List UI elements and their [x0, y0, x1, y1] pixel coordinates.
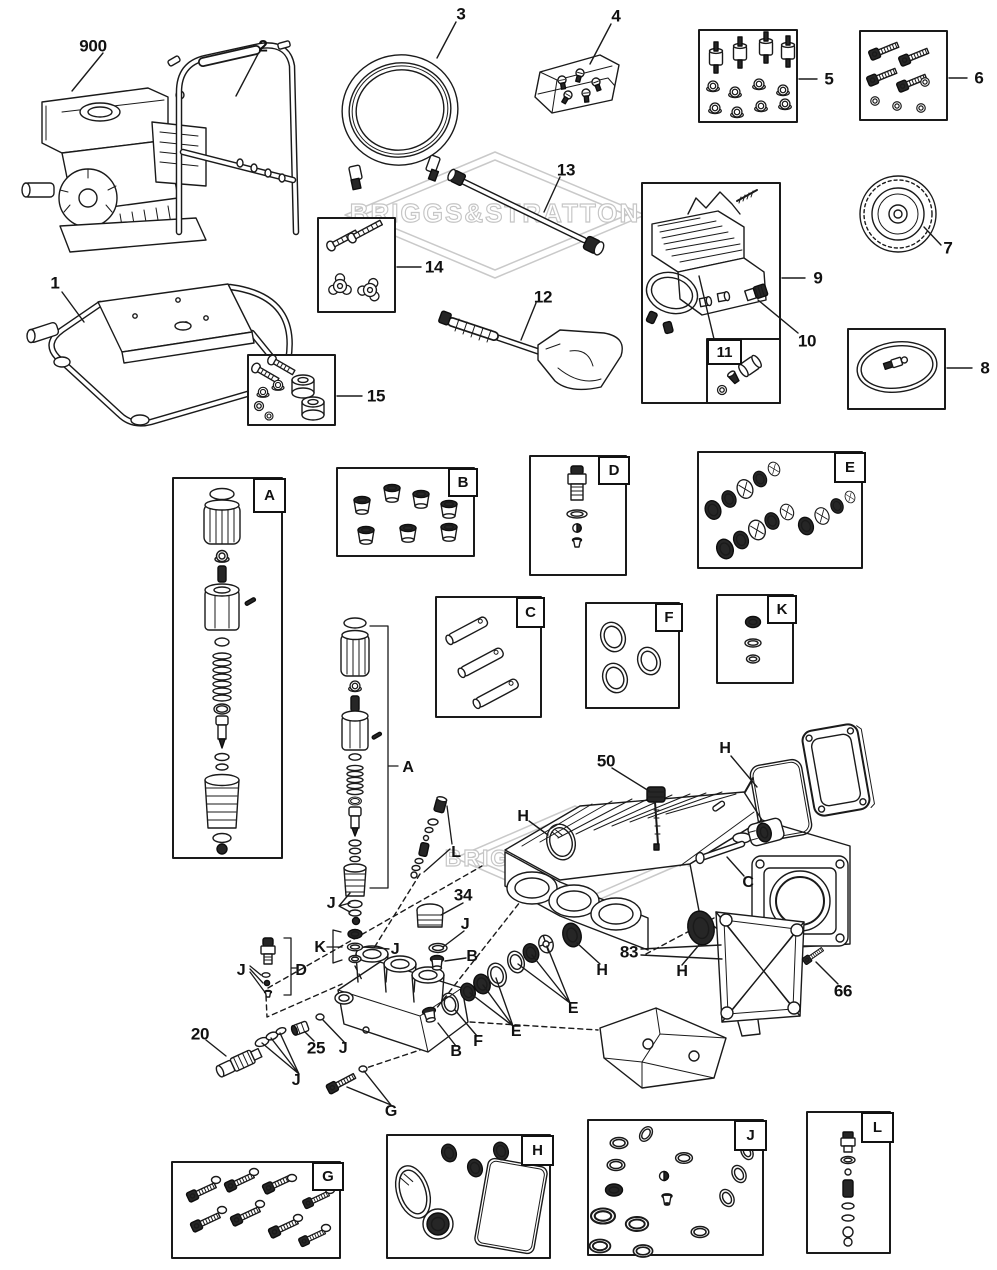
kit-tab-a: A [253, 478, 286, 513]
part-oval-gasket [545, 823, 577, 861]
callout-letter-h-gasket: H [719, 740, 731, 757]
kit-tab-h: H [521, 1135, 554, 1166]
part-manifold-bolt-g [324, 1065, 368, 1096]
kit-tab-j: J [734, 1120, 767, 1151]
callout-letter-l: L [451, 844, 461, 861]
part-valve-group-d [249, 937, 297, 998]
callout-letter-j-k: J [390, 941, 400, 958]
kit-box-14 [317, 217, 396, 313]
kit-tab-d: D [598, 456, 630, 485]
kit-box-j [587, 1119, 764, 1258]
kit-tab-b: B [448, 468, 478, 497]
callout-6: 6 [974, 68, 984, 88]
part-lance [447, 168, 605, 256]
callout-letter-e2: E [567, 1000, 579, 1017]
callout-4: 4 [611, 6, 621, 26]
callout-letter-j-25: J [338, 1040, 348, 1057]
part-square-gasket [749, 758, 813, 842]
callout-letter-j-rings: J [291, 1072, 301, 1089]
callout-letter-f: F [473, 1033, 483, 1050]
callout-letter-e1: E [510, 1023, 522, 1040]
callout-13: 13 [556, 160, 576, 180]
kit-box-6 [859, 30, 948, 121]
callout-34: 34 [453, 885, 473, 905]
part-pump-manifold [334, 945, 727, 1089]
part-unloader-stack [326, 617, 399, 964]
kit-tab-g: G [312, 1162, 344, 1191]
callout-20: 20 [190, 1024, 210, 1044]
callout-14: 14 [424, 257, 444, 277]
callout-11: 11 [707, 339, 742, 365]
callout-letter-g: G [384, 1103, 398, 1120]
callout-leader-lines [61, 21, 973, 1106]
kit-tab-e: E [834, 452, 866, 483]
callout-15: 15 [366, 386, 386, 406]
kit-tab-c: C [516, 597, 545, 628]
callout-letter-h-oval: H [517, 808, 529, 825]
callout-letter-h-seal: H [676, 963, 688, 980]
kit-tab-l: L [861, 1112, 894, 1143]
callout-83: 83 [619, 942, 639, 962]
part-piston-seal-train [421, 922, 582, 1024]
callout-letter-b-valve: B [466, 948, 478, 965]
part-bearing-cover-plate [801, 723, 875, 817]
part-wheel [859, 175, 937, 253]
kit-box-8 [847, 328, 946, 410]
part-handle [167, 40, 300, 236]
part-cap-group-34 [416, 903, 448, 971]
part-inlet-fitting-train [215, 1013, 325, 1078]
callout-7: 7 [943, 238, 953, 258]
callout-letter-c: C [742, 874, 754, 891]
watermark-logo-top: BRIGGS&STRATTON [344, 151, 646, 279]
callout-2: 2 [258, 36, 268, 56]
kit-box-9-pump-assembly [641, 182, 781, 404]
callout-5: 5 [824, 69, 834, 89]
callout-3: 3 [456, 4, 466, 24]
callout-letter-a: A [402, 759, 414, 776]
kit-tab-k: K [767, 595, 797, 624]
kit-box-a [172, 477, 283, 859]
callout-letter-d: D [295, 962, 307, 979]
part-hardware-bag [534, 54, 620, 114]
part-valve-stack-l [410, 796, 453, 879]
watermark-text-top: BRIGGS&STRATTON [350, 198, 640, 228]
callout-letter-k: K [314, 939, 326, 956]
part-bearing-housing [687, 910, 826, 1037]
part-engine [21, 87, 207, 253]
callout-9: 9 [813, 268, 823, 288]
callout-letter-j-cap: J [460, 916, 470, 933]
callout-letter-h-bearing: H [596, 962, 608, 979]
kit-tab-f: F [655, 603, 683, 632]
part-hose [341, 54, 459, 166]
callout-50: 50 [596, 751, 616, 771]
callout-letter-b-train: B [450, 1043, 462, 1060]
callout-12: 12 [533, 287, 553, 307]
callout-1: 1 [50, 273, 60, 293]
callout-10: 10 [797, 331, 817, 351]
callout-8: 8 [980, 358, 990, 378]
callout-letter-j-d: J [236, 962, 246, 979]
kit-box-5 [698, 29, 798, 123]
callout-letter-j-stack: J [326, 895, 336, 912]
part-piston-rod [695, 800, 785, 865]
kit-box-15 [247, 354, 336, 426]
part-oil-plug-50 [646, 786, 666, 851]
callout-900: 900 [79, 36, 107, 56]
part-hose-fittings [348, 154, 441, 191]
callout-25: 25 [306, 1038, 326, 1058]
callout-66: 66 [833, 981, 853, 1001]
part-spray-gun [438, 310, 623, 391]
